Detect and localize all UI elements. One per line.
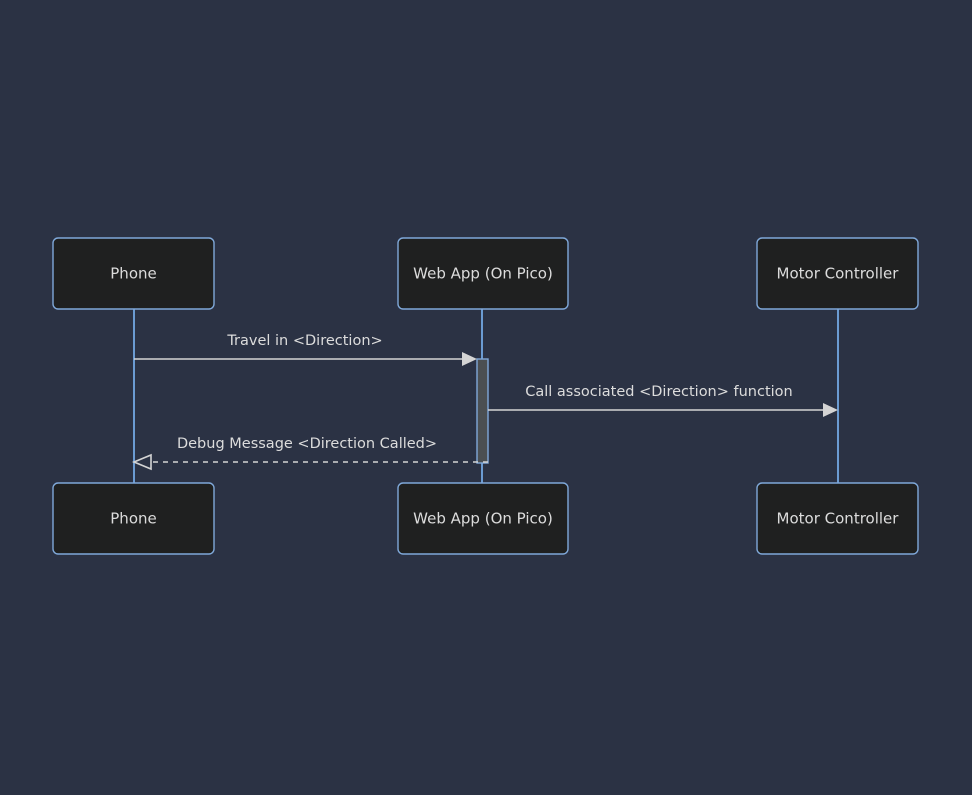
message-call-associated-function: Call associated <Direction> function <box>488 384 838 417</box>
participant-box-webapp-top[interactable]: Web App (On Pico) <box>397 237 569 310</box>
participant-footer-boxes: Phone Web App (On Pico) Motor Controller <box>52 482 919 555</box>
message-travel-in-direction: Travel in <Direction> <box>134 333 477 366</box>
arrowhead-right-icon <box>823 403 838 417</box>
participant-label-phone: Phone <box>110 265 156 283</box>
participant-box-rect[interactable] <box>397 482 569 555</box>
participant-box-rect[interactable] <box>52 237 215 310</box>
participant-header-boxes: Phone Web App (On Pico) Motor Controller <box>52 237 919 310</box>
participant-label-motor: Motor Controller <box>777 510 900 528</box>
participant-box-rect[interactable] <box>756 237 919 310</box>
arrowhead-left-open-icon <box>131 453 152 471</box>
message-label-travel-in-direction: Travel in <Direction> <box>226 333 382 349</box>
participant-box-motor-top[interactable]: Motor Controller <box>756 237 919 310</box>
participant-box-rect[interactable] <box>756 482 919 555</box>
participant-label-webapp: Web App (On Pico) <box>413 265 553 283</box>
participant-label-motor: Motor Controller <box>777 265 900 283</box>
activation-bar-webapp <box>476 358 489 464</box>
participant-box-webapp-bottom[interactable]: Web App (On Pico) <box>397 482 569 555</box>
participant-box-rect[interactable] <box>52 482 215 555</box>
participant-label-phone: Phone <box>110 510 156 528</box>
arrowhead-right-icon <box>462 352 477 366</box>
participant-box-motor-bottom[interactable]: Motor Controller <box>756 482 919 555</box>
participant-box-phone-bottom[interactable]: Phone <box>52 482 215 555</box>
message-label-call-associated-function: Call associated <Direction> function <box>525 384 793 400</box>
message-debug-message: Debug Message <Direction Called> <box>131 436 488 471</box>
participant-label-webapp: Web App (On Pico) <box>413 510 553 528</box>
activations-layer <box>476 358 489 464</box>
message-label-debug-message: Debug Message <Direction Called> <box>177 436 437 452</box>
participant-box-phone-top[interactable]: Phone <box>52 237 215 310</box>
participant-box-rect[interactable] <box>397 237 569 310</box>
